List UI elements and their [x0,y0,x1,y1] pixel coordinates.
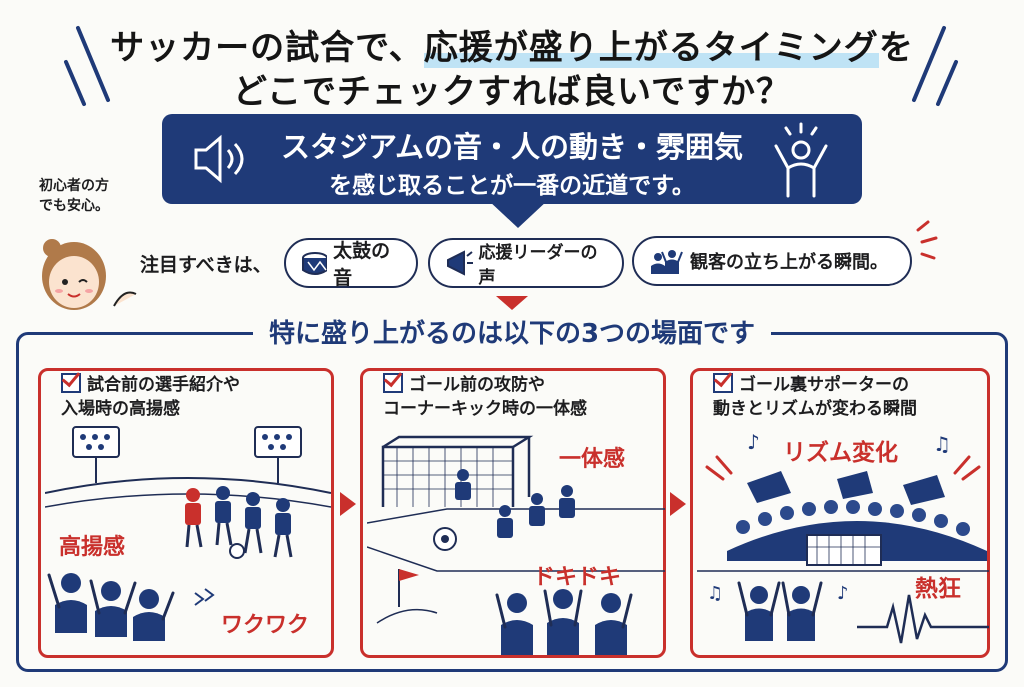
panel-3-word-1: リズム変化 [779,433,902,467]
panel-2-word-1: 一体感 [559,447,626,472]
banner-line1: スタジアムの音・人の動き・雰囲気 [281,130,743,164]
banner-line2: を感じ取ることが一番の近道です。 [329,173,695,199]
title-part: を [878,28,914,68]
panel-introduction: 試合前の選手紹介や 入場時の高揚感 高揚感 ワクワク [38,368,334,658]
supporters-illustration: ♪ ♫ ♫ ♪ [697,430,989,644]
focus-crowd-label: 観客の立ち上がる瞬間。 [690,252,888,273]
panel-1-word-1: 高揚感 [59,535,126,560]
stadium-entrance-illustration [45,426,331,641]
panel-1-title-text: 試合前の選手紹介や 入場時の高揚感 [61,375,240,419]
panel-3-word-2: 熱狂 [915,576,961,602]
focus-leader-label: 応援リーダーの声 [478,243,598,288]
focus-pill-crowd: 観客の立ち上がる瞬間。 [632,236,912,286]
page-subtitle: どこでチェックすれば良いですか？ [233,72,791,112]
focus-pill-leader: 応援リーダーの声 [428,238,624,288]
speech-bubble: 初心者の方 でも安心。 [39,178,109,214]
speaker-icon [194,134,244,184]
panel-2-title-text: ゴール前の攻防や コーナーキック時の一体感 [383,375,587,419]
next-arrow-icon [670,492,686,516]
answer-banner: スタジアムの音・人の動き・雰囲気 を感じ取ることが一番の近道です。 [162,114,862,204]
focus-label: 注目すべきは、 [140,254,272,276]
title-highlight: 応援が盛り上がるタイミング [423,28,879,68]
drum-icon [302,252,328,275]
focus-drum-label: 太鼓の音 [333,240,391,289]
checkbox-icon [61,373,81,393]
decor-strokes [64,26,958,106]
focus-pill-drum: 太鼓の音 [284,238,418,289]
down-arrow-icon [496,296,528,310]
panel-2-title: ゴール前の攻防や コーナーキック時の一体感 [383,373,587,421]
checkbox-icon [383,373,403,393]
title-part: サッカーの試合で、 [110,28,424,68]
panel-3-title: ゴール裏サポーターの 動きとリズムが変わる瞬間 [713,373,917,421]
section-title: 特に盛り上がるのは以下の3つの場面です [0,313,1024,350]
svg-text:♪: ♪ [837,583,849,604]
svg-text:♫: ♫ [933,432,951,456]
goal-scene-illustration [367,435,665,655]
panel-supporters: ゴール裏サポーターの 動きとリズムが変わる瞬間 ♪ ♫ ♫ ♪ リズム変化 熱狂 [690,368,990,658]
panel-2-word-2: ドキドキ [533,565,622,590]
emphasis-marks [916,220,938,260]
panel-3-title-text: ゴール裏サポーターの 動きとリズムが変わる瞬間 [713,375,917,419]
guide-character-avatar [42,239,137,310]
svg-text:♫: ♫ [707,583,723,604]
crowd-icon [651,250,683,274]
section-title-text: 特に盛り上がるのは以下の3つの場面です [252,319,772,349]
banner-pointer [488,200,548,228]
megaphone-icon [447,250,473,276]
checkbox-icon [713,373,733,393]
panel-1-word-2: ワクワク [221,613,310,638]
page-title: サッカーの試合で、応援が盛り上がるタイミングを [0,20,1024,69]
next-arrow-icon [340,492,356,516]
panel-goal-area: ゴール前の攻防や コーナーキック時の一体感 一体感 ドキドキ [360,368,666,658]
cheering-person-icon [774,122,828,198]
panel-3-word-1-text: リズム変化 [779,440,902,466]
svg-text:♪: ♪ [747,430,760,454]
panel-1-title: 試合前の選手紹介や 入場時の高揚感 [61,373,240,421]
